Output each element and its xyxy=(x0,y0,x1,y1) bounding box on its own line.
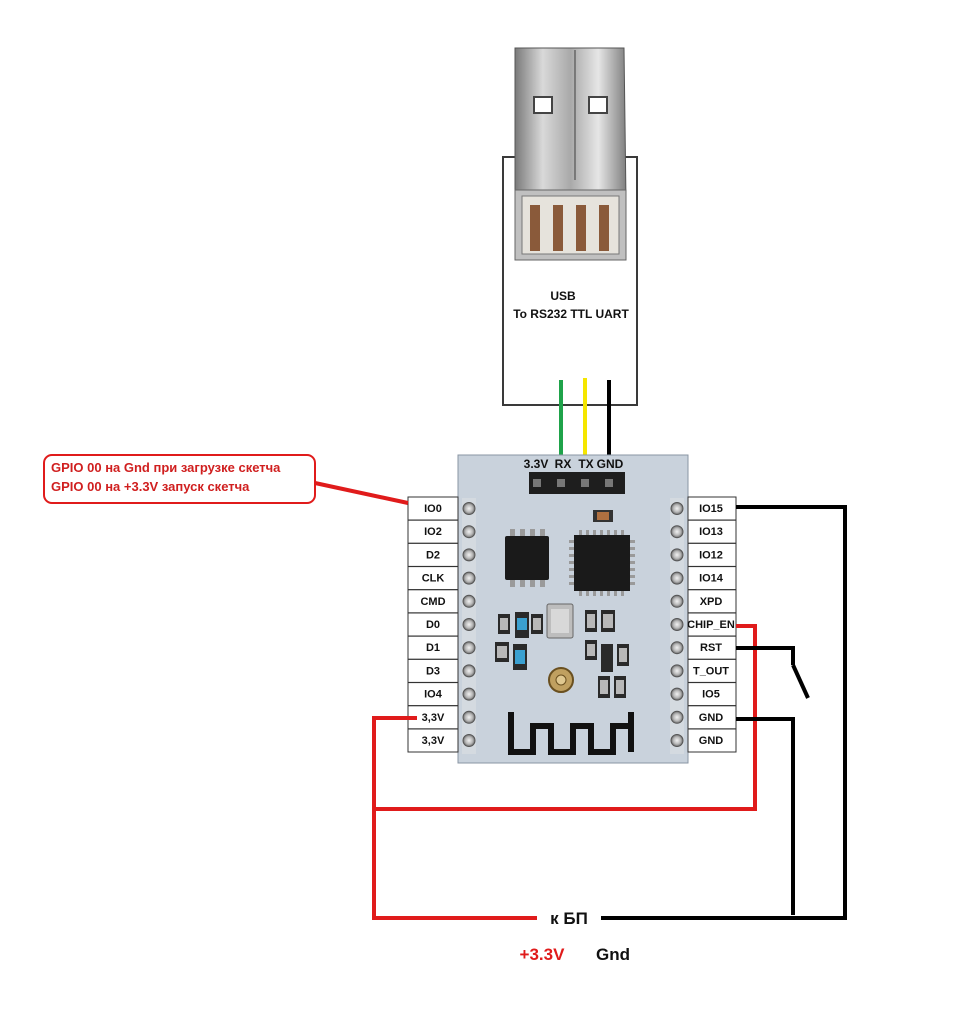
right-pin-label: CHIP_EN xyxy=(687,619,735,631)
left-pin-label: IO2 xyxy=(424,526,442,538)
left-pin-io4-8: IO4 xyxy=(407,682,459,707)
left-pin-label: D1 xyxy=(426,642,440,654)
usb-label: USB xyxy=(550,289,576,303)
left-pad xyxy=(462,618,476,631)
right-pin-io12-2: IO12 xyxy=(687,542,737,567)
left-pad xyxy=(462,594,476,608)
left-pin-cmd-4: CMD xyxy=(407,589,459,614)
right-pin-rst-6: RST xyxy=(687,635,737,660)
left-pad xyxy=(462,525,476,539)
left-pad xyxy=(462,502,476,515)
right-pad xyxy=(670,594,684,608)
power-plus-label: +3.3V xyxy=(520,945,566,964)
header-label-gnd: GND xyxy=(597,457,624,471)
left-pin-label: 3,3V xyxy=(422,735,445,747)
left-pin-d1-6: D1 xyxy=(407,635,459,660)
left-pad xyxy=(462,548,476,562)
gpio-note: GPIO 00 на Gnd при загрузке скетча GPIO … xyxy=(43,454,409,505)
left-pin-label: D0 xyxy=(426,619,440,631)
right-pad xyxy=(670,734,684,747)
left-pin-d0-5: D0 xyxy=(407,612,459,637)
left-pin-3-3v-10: 3,3V xyxy=(407,728,459,753)
right-pin-label: IO13 xyxy=(699,526,723,538)
left-pin-label: IO0 xyxy=(424,503,442,515)
left-pad xyxy=(462,571,476,585)
right-pad xyxy=(670,571,684,585)
left-pin-label: CMD xyxy=(420,596,445,608)
right-pin-gnd-10: GND xyxy=(687,728,737,753)
board-components xyxy=(495,510,635,755)
header-label-tx: TX xyxy=(578,457,593,471)
left-pin-clk-3: CLK xyxy=(407,566,459,591)
header-label-3v3: 3.3V xyxy=(524,457,549,471)
right-pin-label: GND xyxy=(699,735,724,747)
right-pad xyxy=(670,664,684,678)
left-pin-label: D3 xyxy=(426,665,440,677)
right-pin-t-out-7: T_OUT xyxy=(687,658,737,683)
left-pin-d2-2: D2 xyxy=(407,542,459,567)
right-pad xyxy=(670,687,684,701)
left-pin-label: CLK xyxy=(422,573,445,585)
right-pad xyxy=(670,525,684,539)
usb-plug-icon xyxy=(514,47,627,261)
power-supply-label: к БП xyxy=(550,909,588,928)
right-pin-io13-1: IO13 xyxy=(687,519,737,544)
gpio-note-line2: GPIO 00 на +3.3V запуск скетча xyxy=(51,479,250,494)
left-pad xyxy=(462,710,476,724)
left-pad xyxy=(462,664,476,678)
black-wiring xyxy=(601,505,847,920)
right-pin-io14-3: IO14 xyxy=(687,566,737,591)
right-pin-io5-8: IO5 xyxy=(687,682,737,707)
right-pin-label: XPD xyxy=(700,596,723,608)
left-pad xyxy=(462,734,476,747)
left-pad xyxy=(462,641,476,655)
right-pad xyxy=(670,641,684,655)
right-pad xyxy=(670,502,684,515)
gpio-note-line1: GPIO 00 на Gnd при загрузке скетча xyxy=(51,460,281,475)
right-pin-label: GND xyxy=(699,712,724,724)
right-pin-xpd-4: XPD xyxy=(687,589,737,614)
right-pin-gnd-9: GND xyxy=(687,705,737,730)
left-pin-io0-0: IO0 xyxy=(407,496,459,521)
left-pin-d3-7: D3 xyxy=(407,658,459,683)
right-pad xyxy=(670,618,684,631)
right-pin-io15-0: IO15 xyxy=(687,496,737,521)
left-pin-label: 3,3V xyxy=(422,712,445,724)
right-pin-label: IO14 xyxy=(699,573,724,585)
power-gnd-label: Gnd xyxy=(596,945,630,964)
header-label-rx: RX xyxy=(555,457,572,471)
right-pad xyxy=(670,548,684,562)
right-pin-label: IO12 xyxy=(699,549,723,561)
left-pin-label: D2 xyxy=(426,549,440,561)
left-pad xyxy=(462,687,476,701)
left-pin-io2-1: IO2 xyxy=(407,519,459,544)
right-pin-label: T_OUT xyxy=(693,665,729,677)
pin-header xyxy=(529,472,625,494)
right-pin-label: RST xyxy=(700,642,722,654)
right-pin-chip-en-5: CHIP_EN xyxy=(687,612,737,637)
right-pin-label: IO15 xyxy=(699,503,723,515)
usb-uart-label: To RS232 TTL UART xyxy=(513,307,629,321)
left-pin-label: IO4 xyxy=(424,689,443,701)
right-pin-label: IO5 xyxy=(702,689,720,701)
right-pad xyxy=(670,710,684,724)
